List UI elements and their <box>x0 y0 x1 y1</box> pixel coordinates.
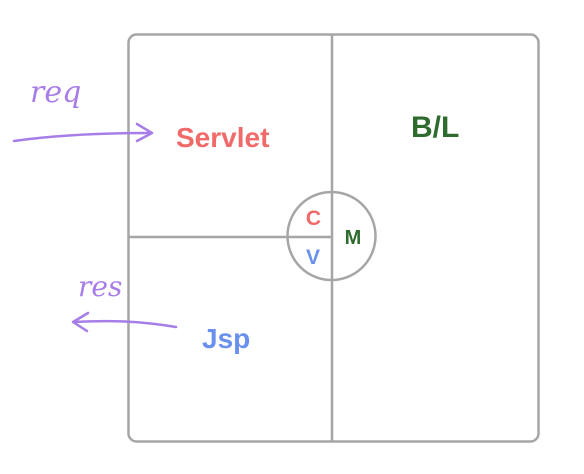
response-arrow-shaft <box>72 319 178 329</box>
controller-label: C <box>306 207 321 230</box>
model-label: M <box>345 227 362 249</box>
response-label: res <box>78 270 122 303</box>
request-arrow-head <box>135 122 154 143</box>
request-label: req <box>30 75 81 110</box>
request-arrow-shaft <box>12 131 152 143</box>
response-arrow-head <box>71 311 90 333</box>
jsp-label: Jsp <box>202 323 250 354</box>
view-label: V <box>306 246 320 269</box>
servlet-label: Servlet <box>176 122 269 153</box>
bl-label: B/L <box>411 111 459 144</box>
